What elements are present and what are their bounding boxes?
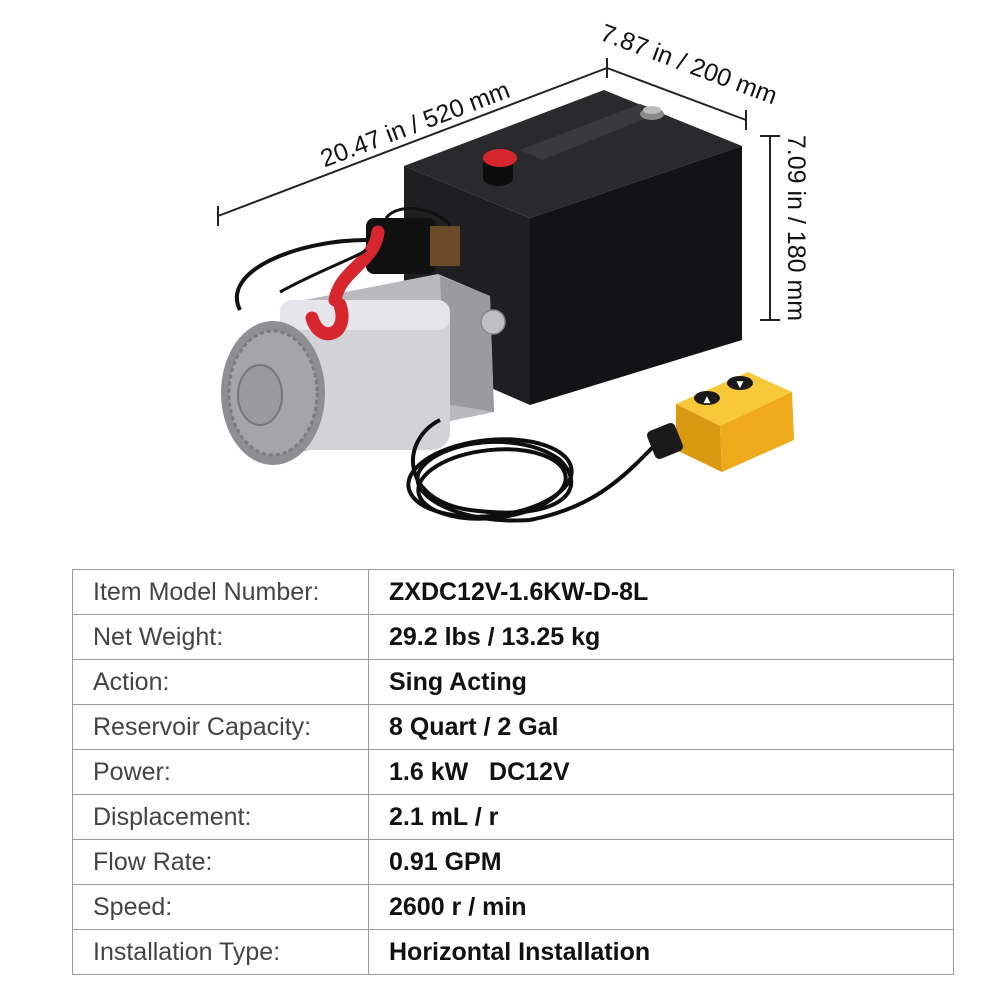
product-illustration: 20.47 in / 520 mm 7.87 in / 200 mm 7.09 … — [217, 19, 810, 523]
spec-row-flow-rate: Flow Rate: 0.91 GPM — [72, 839, 954, 885]
specifications-body: Item Model Number: ZXDC12V-1.6KW-D-8L Ne… — [72, 569, 954, 975]
remote-button-down — [727, 376, 753, 390]
spec-row-installation-type: Installation Type: Horizontal Installati… — [72, 929, 954, 975]
spec-value: 0.91 GPM — [368, 839, 954, 885]
solenoid-assembly — [235, 206, 460, 341]
specifications-table: Item Model Number: ZXDC12V-1.6KW-D-8L Ne… — [72, 569, 954, 975]
dimension-depth-label: 7.87 in / 200 mm — [597, 19, 781, 110]
spec-row-model: Item Model Number: ZXDC12V-1.6KW-D-8L — [72, 569, 954, 615]
spec-value: ZXDC12V-1.6KW-D-8L — [368, 569, 954, 615]
spec-label: Net Weight: — [72, 614, 369, 660]
spec-value: Horizontal Installation — [368, 929, 954, 975]
reservoir-tank — [404, 90, 742, 405]
spec-label: Item Model Number: — [72, 569, 369, 615]
remote-button-up — [694, 391, 720, 405]
remote-cable — [406, 418, 662, 523]
spec-label: Reservoir Capacity: — [72, 704, 369, 750]
spec-row-net-weight: Net Weight: 29.2 lbs / 13.25 kg — [72, 614, 954, 660]
spec-value: 8 Quart / 2 Gal — [368, 704, 954, 750]
remote-button-up-label: ▲ — [704, 395, 711, 405]
spec-label: Installation Type: — [72, 929, 369, 975]
spec-label: Action: — [72, 659, 369, 705]
dimension-height-label: 7.09 in / 180 mm — [782, 135, 810, 321]
spec-row-power: Power: 1.6 kW DC12V — [72, 749, 954, 795]
electric-motor — [221, 274, 506, 465]
spec-label: Displacement: — [72, 794, 369, 840]
spec-value: 1.6 kW DC12V — [368, 749, 954, 795]
spec-label: Speed: — [72, 884, 369, 930]
spec-value: 29.2 lbs / 13.25 kg — [368, 614, 954, 660]
spec-label: Flow Rate: — [72, 839, 369, 885]
spec-row-speed: Speed: 2600 r / min — [72, 884, 954, 930]
spec-row-displacement: Displacement: 2.1 mL / r — [72, 794, 954, 840]
filler-cap — [483, 149, 517, 167]
spec-row-action: Action: Sing Acting — [72, 659, 954, 705]
spec-value: 2.1 mL / r — [368, 794, 954, 840]
spec-label: Power: — [72, 749, 369, 795]
spec-value: Sing Acting — [368, 659, 954, 705]
spec-value: 2600 r / min — [368, 884, 954, 930]
remote-button-down-label: ▼ — [737, 380, 744, 390]
dimension-height: 7.09 in / 180 mm — [760, 135, 810, 321]
remote-control: ▲ ▼ — [646, 372, 794, 472]
spec-row-reservoir-capacity: Reservoir Capacity: 8 Quart / 2 Gal — [72, 704, 954, 750]
